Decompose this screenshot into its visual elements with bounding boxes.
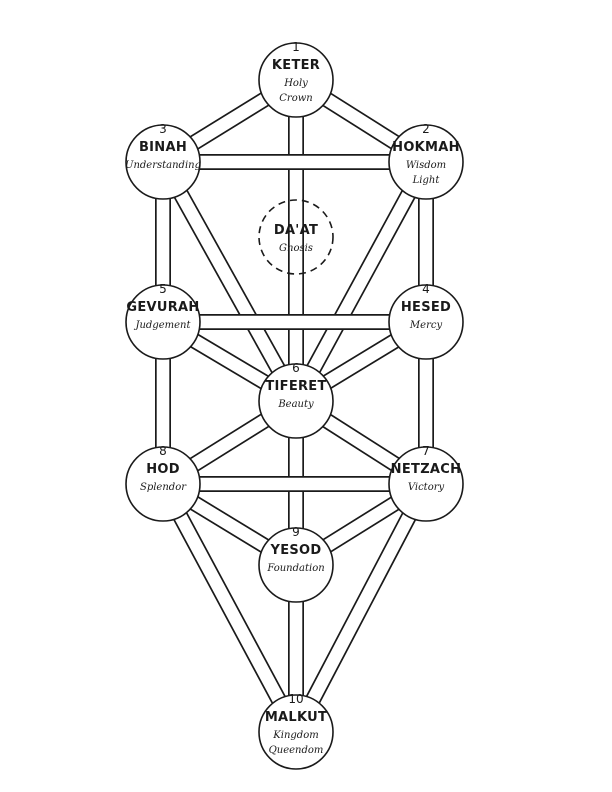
sefirah-attribute: Victory xyxy=(408,482,445,493)
sefirah-attribute: Light xyxy=(412,175,441,186)
sefirah-circle xyxy=(258,363,334,439)
sefirah-attribute: Understanding xyxy=(125,160,201,171)
sefirah-circle xyxy=(258,199,334,275)
sefirah-circle xyxy=(388,446,464,522)
sefirah-name: HOD xyxy=(146,462,180,477)
sefirah-attribute: Holy xyxy=(283,78,308,89)
sefirah-attribute: Wisdom xyxy=(406,160,446,171)
path-binah-tiferet xyxy=(156,158,303,405)
sefirah-number: 8 xyxy=(159,444,167,458)
sefirah-attribute: Gnosis xyxy=(279,243,313,254)
sefirah-number: 4 xyxy=(422,282,430,296)
sefirah-circle xyxy=(125,124,201,200)
sefirah-number: 5 xyxy=(159,282,167,296)
sefirah-name: YESOD xyxy=(270,543,322,558)
sefirah-circle xyxy=(388,284,464,360)
sefirah-attribute: Foundation xyxy=(266,563,324,574)
path-hod-malkut xyxy=(155,480,304,736)
sefirah-number: 1 xyxy=(292,40,300,54)
sefirah-daat: DA'AT Gnosis xyxy=(258,199,334,275)
sefirah-circle xyxy=(125,284,201,360)
sefirah-circle xyxy=(258,694,334,770)
sefirah-circle xyxy=(388,124,464,200)
sefirah-circle xyxy=(125,446,201,522)
sefirah-attribute: Kingdom xyxy=(272,730,318,741)
sefirah-name: BINAH xyxy=(139,140,187,155)
sefirah-attribute: Beauty xyxy=(277,399,314,410)
sefirah-number: 9 xyxy=(292,525,300,539)
sefirah-name: NETZACH xyxy=(391,462,462,477)
sefirah-number: 10 xyxy=(288,692,303,706)
sefirah-circle xyxy=(258,527,334,603)
sefirah-name: HOKMAH xyxy=(392,140,460,155)
sefirah-number: 7 xyxy=(422,444,430,458)
path-hokmah-tiferet xyxy=(288,158,434,405)
sefirah-number: 2 xyxy=(422,122,430,136)
sefirah-circle xyxy=(258,42,334,118)
sefirah-name: GEVURAH xyxy=(126,300,199,315)
sefirah-attribute: Splendor xyxy=(140,482,187,493)
sefirah-number: 6 xyxy=(292,361,300,375)
sefirah-name: TIFERET xyxy=(265,379,326,394)
sefirah-attribute: Judgement xyxy=(133,320,191,331)
sefirah-name: HESED xyxy=(401,300,451,315)
sefirah-attribute: Queendom xyxy=(269,745,324,756)
sefirah-attribute: Mercy xyxy=(409,320,443,331)
sefirah-attribute: Crown xyxy=(279,93,312,104)
sefirah-name: KETER xyxy=(272,58,320,73)
sefirah-name: DA'AT xyxy=(274,223,318,238)
sefirah-number: 3 xyxy=(159,122,167,136)
sefirah-name: MALKUT xyxy=(265,710,327,725)
path-netzach-malkut xyxy=(288,480,434,736)
